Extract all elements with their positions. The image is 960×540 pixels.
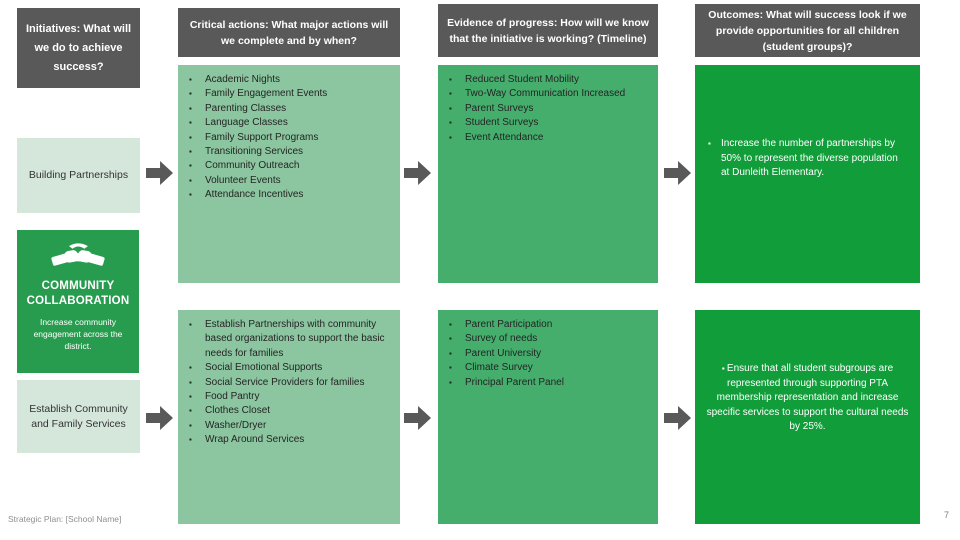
header-critical-actions: Critical actions: What major actions wil… <box>178 8 400 57</box>
list-item: Establish Partnerships with community ba… <box>178 318 394 361</box>
outcome-box-row2: Ensure that all student subgroups are re… <box>695 310 920 524</box>
list-item: Parent University <box>438 347 652 362</box>
list-item: Attendance Incentives <box>178 188 394 203</box>
list-item: Transitioning Services <box>178 145 394 160</box>
evidence-list-row2: Parent Participation Survey of needs Par… <box>438 318 652 390</box>
community-card-title: COMMUNITY COLLABORATION <box>26 280 130 307</box>
list-item: Parent Participation <box>438 318 652 333</box>
list-item: Clothes Closet <box>178 404 394 419</box>
footer-label: Strategic Plan: [School Name] <box>8 514 122 524</box>
header-evidence: Evidence of progress: How will we know t… <box>438 4 658 57</box>
flow-arrow-icon <box>146 406 173 430</box>
list-item: Social Service Providers for families <box>178 376 394 391</box>
actions-box-row2: Establish Partnerships with community ba… <box>178 310 400 524</box>
actions-list-row1: Academic Nights Family Engagement Events… <box>178 73 394 203</box>
handshake-icon <box>51 243 105 266</box>
list-item: Language Classes <box>178 116 394 131</box>
list-item: Survey of needs <box>438 332 652 347</box>
initiative-building-partnerships: Building Partnerships <box>17 138 140 213</box>
flow-arrow-icon <box>146 161 173 185</box>
outcome-text-row1: Increase the number of partnerships by 5… <box>707 137 904 181</box>
community-card-subtitle: Increase community engagement across the… <box>33 317 123 351</box>
list-item: Volunteer Events <box>178 174 394 189</box>
flow-arrow-icon <box>404 161 431 185</box>
header-outcomes: Outcomes: What will success look if we p… <box>695 4 920 57</box>
evidence-box-row1: Reduced Student Mobility Two-Way Communi… <box>438 65 658 283</box>
evidence-list-row1: Reduced Student Mobility Two-Way Communi… <box>438 73 652 145</box>
list-item: Community Outreach <box>178 159 394 174</box>
list-item: Washer/Dryer <box>178 419 394 434</box>
list-item: Wrap Around Services <box>178 433 394 448</box>
actions-list-row2: Establish Partnerships with community ba… <box>178 318 394 448</box>
list-item: Climate Survey <box>438 361 652 376</box>
list-item: Food Pantry <box>178 390 394 405</box>
community-collaboration-card: COMMUNITY COLLABORATION Increase communi… <box>17 230 139 373</box>
flow-arrow-icon <box>664 161 691 185</box>
list-item: Principal Parent Panel <box>438 376 652 391</box>
header-initiatives: Initiatives: What will we do to achieve … <box>17 8 140 88</box>
outcome-box-row1: Increase the number of partnerships by 5… <box>695 65 920 283</box>
list-item: Parent Surveys <box>438 102 652 117</box>
outcome-text-row2: Ensure that all student subgroups are re… <box>704 362 911 435</box>
list-item: Reduced Student Mobility <box>438 73 652 88</box>
initiative-establish-community-family-services: Establish Community and Family Services <box>17 380 140 453</box>
list-item: Family Engagement Events <box>178 87 394 102</box>
evidence-box-row2: Parent Participation Survey of needs Par… <box>438 310 658 524</box>
list-item: Family Support Programs <box>178 131 394 146</box>
flow-arrow-icon <box>404 406 431 430</box>
list-item: Two-Way Communication Increased <box>438 87 652 102</box>
list-item: Parenting Classes <box>178 102 394 117</box>
flow-arrow-icon <box>664 406 691 430</box>
list-item: Academic Nights <box>178 73 394 88</box>
list-item: Event Attendance <box>438 131 652 146</box>
list-item: Student Surveys <box>438 116 652 131</box>
page-number: 7 <box>943 510 949 520</box>
actions-box-row1: Academic Nights Family Engagement Events… <box>178 65 400 283</box>
list-item: Social Emotional Supports <box>178 361 394 376</box>
